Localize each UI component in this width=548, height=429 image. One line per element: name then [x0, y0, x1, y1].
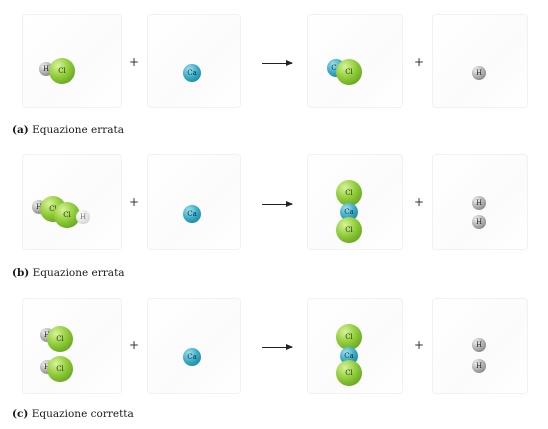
chlorine-atom: Cl: [336, 360, 362, 386]
box-product-h: [432, 14, 528, 108]
hydrogen-atom: H: [472, 338, 486, 352]
panel-caption: (b) Equazione errata: [12, 267, 125, 279]
chlorine-atom: Cl: [336, 180, 362, 206]
calcium-atom: Ca: [340, 203, 358, 221]
reaction-arrow: [262, 344, 293, 350]
panel-b: H Cl Cl H + Ca Cl Ca Cl + H H (b) Equazi…: [0, 140, 548, 280]
chlorine-atom: Cl: [336, 217, 362, 243]
box-reactant-ca: [147, 14, 241, 108]
chlorine-atom: Cl: [47, 356, 73, 382]
panel-caption-text: Equazione errata: [32, 124, 125, 136]
plus-sign: +: [129, 338, 140, 352]
panel-caption-text: Equazione corretta: [31, 408, 134, 420]
chlorine-atom: Cl: [47, 326, 73, 352]
plus-sign: +: [414, 195, 425, 209]
panel-caption: (c) Equazione corretta: [12, 408, 134, 420]
chlorine-atom: Cl: [49, 58, 75, 84]
hydrogen-atom: H: [472, 359, 486, 373]
plus-sign: +: [414, 55, 425, 69]
calcium-atom: Ca: [183, 348, 201, 366]
panel-letter: (c): [12, 408, 29, 420]
plus-sign: +: [129, 55, 140, 69]
calcium-atom: Ca: [183, 205, 201, 223]
box-reactant-ca: [147, 298, 241, 394]
box-reactant-ca: [147, 154, 241, 250]
panel-a: H Cl + Ca Ca Cl + H (a) Equazione errata: [0, 0, 548, 140]
panel-c: H Cl H Cl + Ca Cl Ca Cl + H H (c) Equazi…: [0, 286, 548, 429]
hydrogen-atom: H: [76, 210, 90, 224]
hydrogen-atom: H: [472, 66, 486, 80]
panel-letter: (a): [12, 124, 29, 136]
panel-letter: (b): [12, 267, 30, 279]
chlorine-atom: Cl: [54, 202, 80, 228]
box-reactant-2hcl: [22, 298, 122, 394]
plus-sign: +: [129, 195, 140, 209]
plus-sign: +: [414, 338, 425, 352]
chlorine-atom: Cl: [336, 324, 362, 350]
calcium-atom: Ca: [183, 64, 201, 82]
reaction-arrow: [262, 201, 293, 207]
box-reactant-hcl: [22, 14, 122, 108]
panel-caption: (a) Equazione errata: [12, 124, 124, 136]
hydrogen-atom: H: [472, 215, 486, 229]
reaction-arrow: [262, 60, 293, 66]
chlorine-atom: Cl: [336, 59, 362, 85]
hydrogen-atom: H: [472, 196, 486, 210]
panel-caption-text: Equazione errata: [32, 267, 125, 279]
